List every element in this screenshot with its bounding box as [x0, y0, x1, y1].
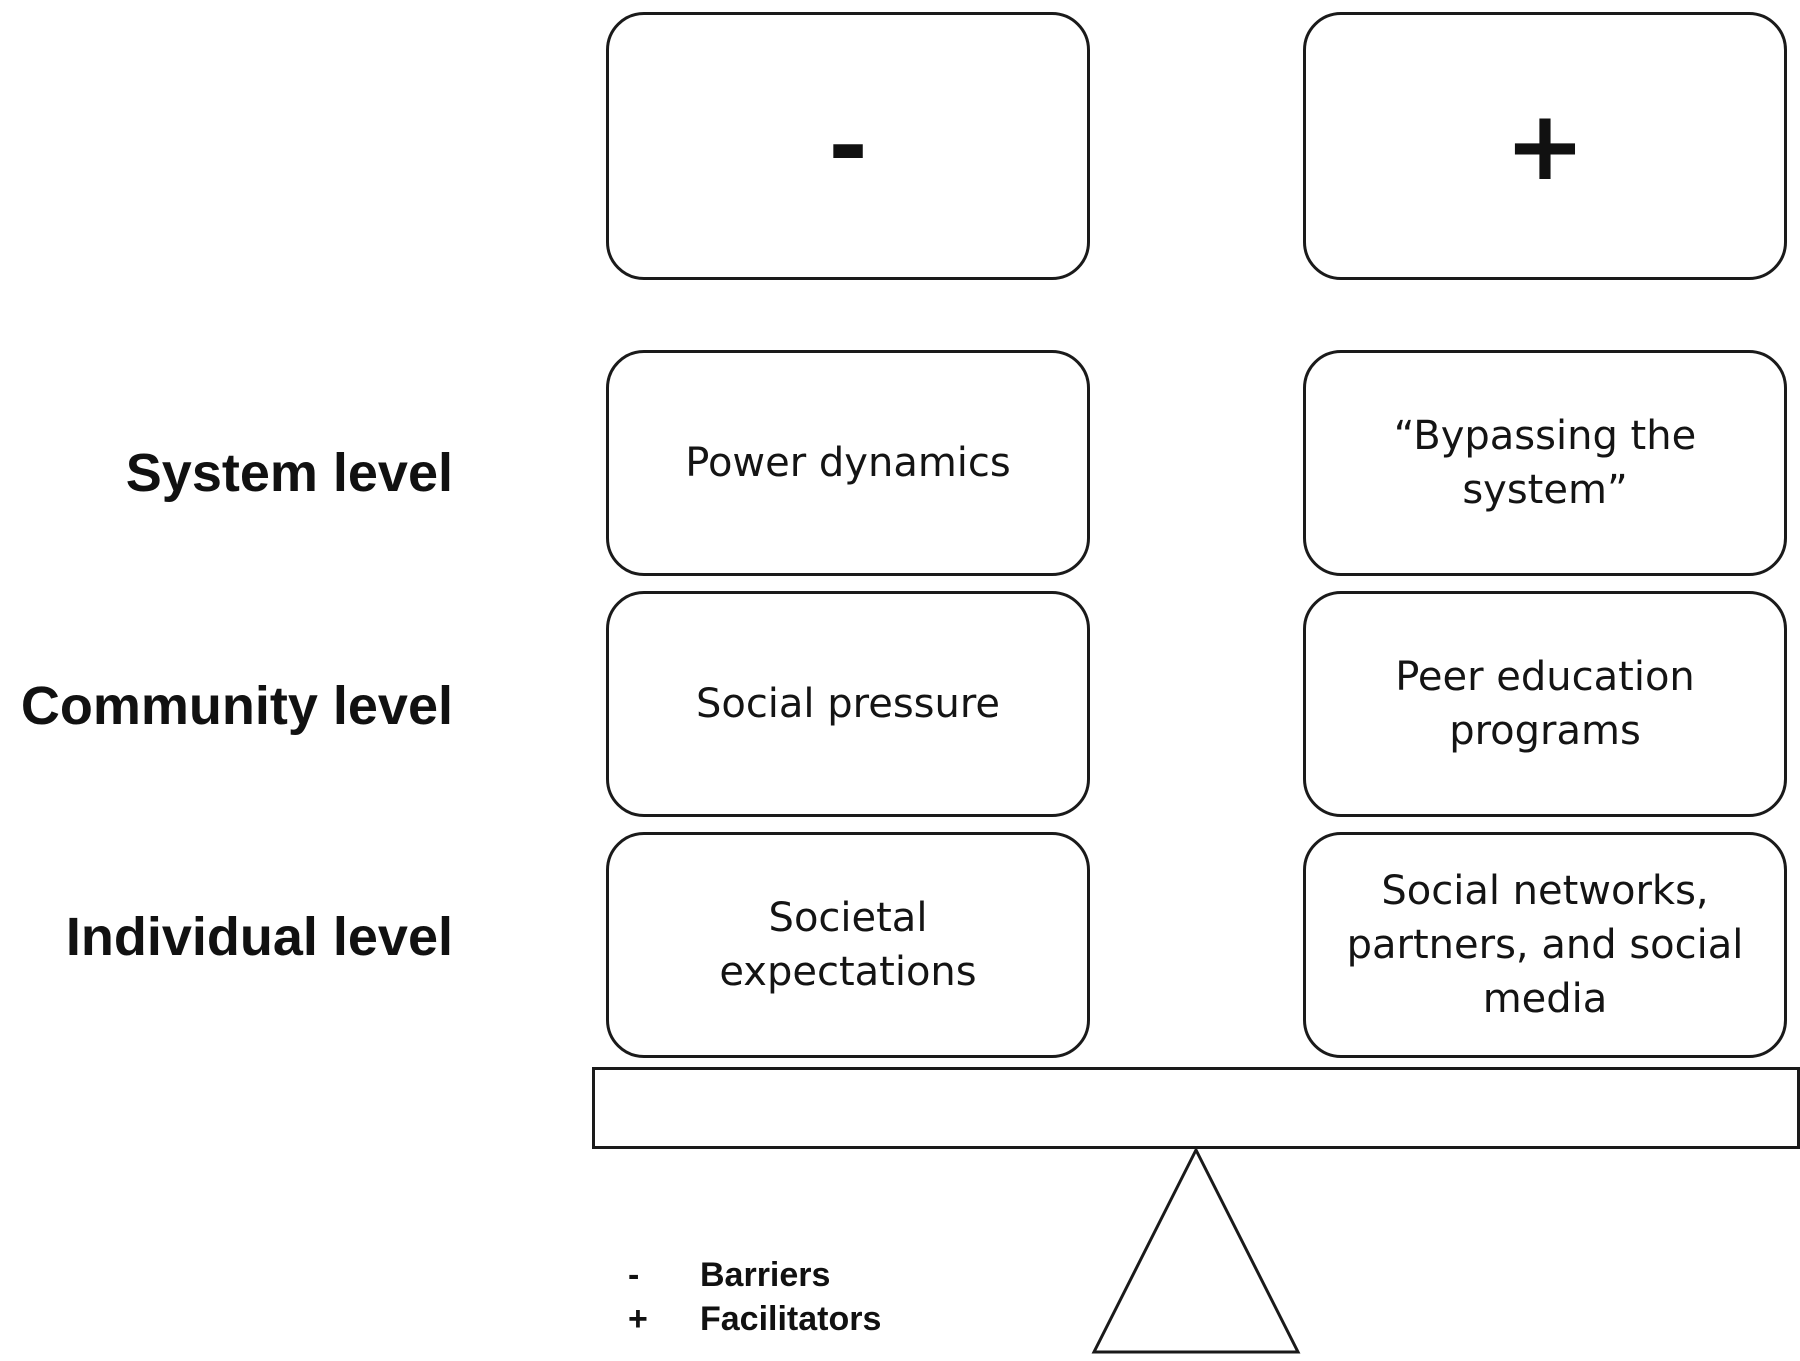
- facilitator-box-individual: Social networks, partners, and social me…: [1303, 832, 1787, 1058]
- legend-label-barriers: Barriers: [700, 1256, 831, 1294]
- barriers-header-box: -: [606, 12, 1090, 280]
- legend-item-facilitators: + Facilitators: [628, 1297, 881, 1341]
- plus-sign: +: [1504, 90, 1586, 202]
- legend-label-facilitators: Facilitators: [700, 1300, 882, 1338]
- facilitator-text-system: “Bypassing the system”: [1393, 413, 1697, 513]
- legend-symbol-minus: -: [628, 1256, 640, 1294]
- legend: - Barriers + Facilitators: [628, 1253, 881, 1341]
- fulcrum-triangle: [1091, 1148, 1301, 1354]
- barrier-box-community: Social pressure: [606, 591, 1090, 817]
- barrier-box-individual: Societal expectations: [606, 832, 1090, 1058]
- facilitator-box-system: “Bypassing the system”: [1303, 350, 1787, 576]
- minus-sign: -: [828, 90, 868, 202]
- facilitator-text-community: Peer education programs: [1395, 654, 1695, 754]
- level-label-individual: Individual level: [65, 907, 453, 967]
- barrier-text-community: Social pressure: [695, 681, 1001, 727]
- facilitator-box-community: Peer education programs: [1303, 591, 1787, 817]
- facilitator-text-individual: Social networks, partners, and social me…: [1346, 868, 1744, 1022]
- barrier-box-system: Power dynamics: [606, 350, 1090, 576]
- legend-symbol-plus: +: [628, 1300, 648, 1338]
- barrier-text-system: Power dynamics: [685, 440, 1011, 486]
- balance-beam: [592, 1067, 1800, 1149]
- level-label-community: Community level: [20, 676, 453, 736]
- level-label-system: System level: [125, 443, 453, 503]
- barrier-text-individual: Societal expectations: [719, 895, 977, 995]
- facilitators-header-box: +: [1303, 12, 1787, 280]
- legend-item-barriers: - Barriers: [628, 1253, 881, 1297]
